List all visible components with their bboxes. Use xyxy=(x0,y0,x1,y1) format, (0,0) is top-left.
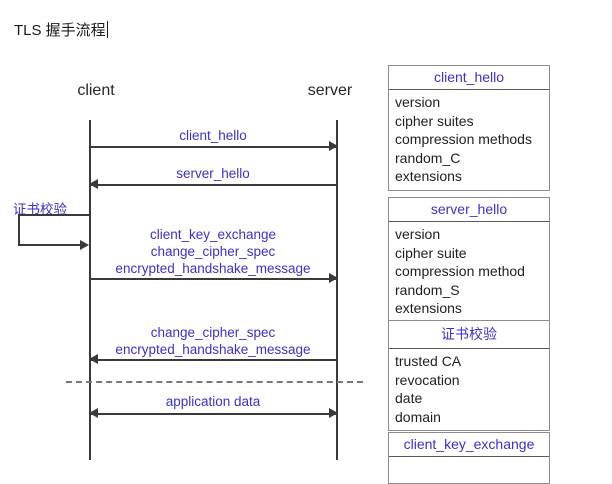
arrow-head-right-client-hello xyxy=(329,141,338,151)
message-line-server-finished-group xyxy=(90,359,337,361)
message-label-server-finished-group: change_cipher_spec encrypted_handshake_m… xyxy=(115,324,310,358)
info-box-row: version xyxy=(395,226,441,242)
arrow-head-left-server-finished-group xyxy=(89,354,98,364)
arrow-head-right-certificate-verification xyxy=(80,240,89,250)
message-line-application-data xyxy=(90,413,337,415)
info-box-header-server-hello: server_hello xyxy=(389,198,549,222)
info-box-row: compression method xyxy=(395,263,525,279)
page-title[interactable]: TLS 握手流程 xyxy=(14,18,108,40)
text-caret xyxy=(106,20,108,38)
info-box-header-client-key-exchange: client_key_exchange xyxy=(389,433,549,457)
info-box-row: random_S xyxy=(395,281,460,298)
arrow-head-right-application-data xyxy=(329,408,338,418)
arrow-head-right-client-key-exchange-group xyxy=(329,273,338,283)
info-box-body-client-hello: version cipher suites compression method… xyxy=(389,90,549,190)
info-box-row: domain xyxy=(395,408,441,425)
message-label-line-3: encrypted_handshake_message xyxy=(115,261,311,276)
actor-label-server: server xyxy=(307,82,353,99)
info-box-certificate-verification: 证书校验 trusted CA revocation date domain xyxy=(388,320,550,431)
message-label-server-hello: server_hello xyxy=(176,166,250,181)
arrow-head-left-server-hello xyxy=(89,179,98,189)
self-action-label-certificate-verification: 证书校验 xyxy=(13,202,67,217)
arrow-head-left-application-data xyxy=(89,408,98,418)
info-box-row: revocation xyxy=(395,371,460,388)
info-box-row: cipher suite xyxy=(395,244,467,261)
lifeline-client xyxy=(89,120,91,460)
message-label-line-2: change_cipher_spec xyxy=(150,244,276,259)
info-box-row: random_C xyxy=(395,149,461,166)
message-label-line-1: client_key_exchange xyxy=(149,227,277,242)
info-box-row: compression methods xyxy=(395,131,532,147)
lifeline-server xyxy=(336,120,338,460)
info-box-client-hello: client_hello version cipher suites compr… xyxy=(388,65,550,191)
message-label-line-2: encrypted_handshake_message xyxy=(115,342,311,357)
info-box-body-server-hello: version cipher suite compression method … xyxy=(389,222,549,322)
message-line-client-hello xyxy=(90,146,337,148)
info-box-row: cipher suites xyxy=(395,112,474,129)
info-box-header-certificate-verification: 证书校验 xyxy=(389,321,549,349)
info-box-server-hello: server_hello version cipher suite compre… xyxy=(388,197,550,323)
message-label-application-data: application data xyxy=(165,394,261,409)
info-box-client-key-exchange: client_key_exchange xyxy=(388,432,550,484)
page-title-text: TLS 握手流程 xyxy=(14,21,106,39)
message-label-client-hello: client_hello xyxy=(179,128,247,143)
message-label-client-key-exchange-group: client_key_exchange change_cipher_spec e… xyxy=(115,226,310,277)
info-box-row: extensions xyxy=(395,168,462,184)
info-box-row: extensions xyxy=(395,300,462,316)
message-line-server-hello xyxy=(90,184,337,186)
message-line-client-key-exchange-group xyxy=(90,278,337,280)
info-box-body-certificate-verification: trusted CA revocation date domain xyxy=(389,349,549,430)
info-box-row: trusted CA xyxy=(395,353,462,369)
actor-label-client: client xyxy=(77,82,115,99)
self-loop-left-segment xyxy=(18,214,20,246)
message-label-line-1: change_cipher_spec xyxy=(150,325,276,340)
info-box-body-client-key-exchange xyxy=(389,457,549,464)
info-box-row: version xyxy=(395,94,441,110)
info-box-row: date xyxy=(395,390,423,406)
self-loop-bottom-segment xyxy=(18,244,82,246)
tls-handshake-sequence-diagram: client server client_hello server_hello … xyxy=(13,82,363,460)
info-box-header-client-hello: client_hello xyxy=(389,66,549,90)
handshake-complete-separator xyxy=(66,381,363,383)
self-loop-top-segment xyxy=(18,214,90,216)
